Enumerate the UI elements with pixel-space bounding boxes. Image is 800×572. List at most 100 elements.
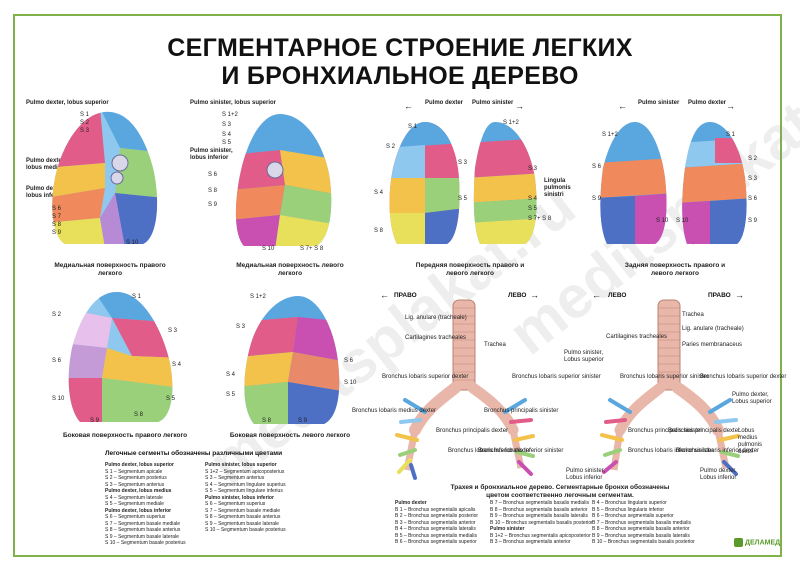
posterior-left-word: Pulmo sinister [638, 100, 680, 106]
seg-label: S 4 [528, 196, 538, 202]
legend-item: S 5 – Segmentum mediale [105, 501, 164, 507]
tree-label: Paries membranaceus [682, 342, 743, 348]
tree-label: Bronchus lobaris inferior sinister [478, 448, 564, 454]
seg-label: S 1 [80, 112, 90, 118]
seg-label: S 8 [262, 418, 272, 424]
tree-label: Bronchus principalis sinister [484, 408, 559, 414]
legend-item: B 7 – Bronchus segmentalis basalis media… [490, 500, 589, 506]
tree-back-left-dir: ЛЕВО [608, 292, 627, 299]
legend-item: B 2 – Bronchus segmentalis posterior [395, 513, 479, 519]
seg-label: S 5 [458, 196, 468, 202]
posterior-right-word: Pulmo dexter [688, 100, 727, 106]
legend-item: B 10 – Bronchus segmentalis basalis post… [592, 539, 695, 545]
medial-right-lobe-medius: Pulmo dexter, lobus medius [26, 158, 66, 171]
legend-item: S 10 – Segmentum basale posterius [205, 527, 286, 533]
tree-back-right-dir: ПРАВО [708, 292, 731, 299]
tree-label: Pulmo sinister, Lobus inferior [566, 468, 606, 481]
seg-label: S 6 [592, 164, 602, 170]
seg-label: S 1+2 [250, 294, 266, 300]
legend-item: S 8 – Segmentum basale anterius [205, 514, 281, 520]
tree-label: Bronchus lobaris inferior dexter [448, 448, 532, 454]
legend-item: S 7 – Segmentum basale mediale [205, 507, 281, 514]
tree-label: Lobus medius pulmonis dextri [738, 428, 763, 455]
seg-label: S 2 [748, 156, 758, 162]
tree-label: Bronchus lobaris medius dexter [352, 408, 437, 414]
poster-frame [13, 14, 782, 557]
medial-left-header: Pulmo sinister, lobus superior [190, 100, 277, 106]
legend-item: S 10 – Segmentum basale posterius [105, 540, 186, 546]
tree-label: Bronchus principalis sinister [628, 428, 703, 434]
seg-label: S 9 [298, 418, 308, 424]
seg-label: S 1 [408, 124, 418, 130]
seg-label: S 4 [172, 362, 182, 368]
legend-item: S 3 – Segmentum anterius [105, 481, 165, 488]
legend-item: S 1+2 – Segmentum apicoposterius [205, 468, 285, 475]
tree-label: Bronchus principalis dexter [436, 428, 509, 434]
legend-item: S 4 – Segmentum laterale [105, 494, 163, 501]
bronchial-tree-back [600, 299, 740, 476]
legend-item: B 1+2 – Bronchus segmentalis apicoposter… [490, 532, 591, 539]
legend-item: B 4 – Bronchus lingularis superior [592, 500, 667, 506]
arrow-right-icon: → [530, 290, 539, 300]
seg-label: S 3 [236, 324, 246, 330]
seg-label: S 1+2 [222, 112, 238, 118]
seg-label: S 7+ S 8 [528, 216, 552, 222]
seg-label: S 9 [748, 218, 758, 224]
legend-item: B 6 – Bronchus segmentalis superior [592, 513, 674, 519]
seg-label: S 2 [80, 120, 90, 126]
legend-item: B 7 – Bronchus segmentalis basalis media… [592, 519, 691, 526]
seg-label: S 10 [656, 218, 669, 224]
seg-label: S 3 [528, 166, 538, 172]
legend-title: Легочные сегменты обозначены различными … [105, 450, 283, 457]
brand-name: ДЕЛАМЕД [745, 539, 781, 547]
caption-lateral-right: Боковая поверхность правого легкого [62, 432, 188, 439]
legend-item: B 8 – Bronchus segmentalis basalis anter… [490, 506, 588, 513]
caption-anterior: Передняя поверхность правого и левого ле… [415, 262, 525, 277]
medial-right-header: Pulmo dexter, lobus superior [26, 100, 109, 106]
seg-label: S 6 [52, 358, 62, 364]
legend-item: S 7 – Segmentum basale mediale [105, 520, 181, 527]
arrow-right-icon: → [726, 101, 735, 111]
legend-item: S 2 – Segmentum posterius [105, 475, 167, 481]
seg-label: S 6 [52, 206, 62, 212]
seg-label: S 10 [126, 240, 139, 246]
tree-label: Cartilagines tracheales [606, 334, 668, 340]
legend-item: S 3 – Segmentum anterius [205, 475, 265, 481]
caption-tree: Трахея и бронхиальное дерево. Сегментарн… [450, 484, 670, 499]
medial-left-lobe-inferior: Pulmo sinister, lobus inferior [190, 148, 233, 161]
seg-label: S 9 [208, 202, 218, 208]
anterior-left-word: Pulmo dexter [425, 100, 464, 106]
seg-label: S 1 [726, 132, 736, 138]
lung-medial-left [235, 114, 332, 246]
legend-group-heading: Pulmo sinister [490, 526, 525, 532]
seg-label: S 4 [226, 372, 236, 378]
lung-medial-right [52, 111, 158, 244]
seg-label: S 6 [748, 196, 758, 202]
tree-label: Cartilagines tracheales [405, 335, 467, 341]
caption-medial-right: Медиальная поверхность правого легкого [54, 262, 166, 277]
seg-label: S 7 [52, 214, 62, 220]
seg-label: S 5 [222, 140, 232, 146]
legend-group-heading: Pulmo dexter, lobus inferior [105, 507, 172, 514]
tree-front-right-dir: ЛЕВО [508, 292, 527, 299]
lingula-label: Lingula pulmonis sinistri [544, 178, 571, 198]
seg-label: S 7+ S 8 [300, 246, 324, 252]
legend-group-heading: Pulmo dexter, lobus superior [105, 462, 174, 468]
seg-label: S 3 [80, 128, 90, 134]
legend-item: S 6 – Segmentum superius [205, 501, 266, 507]
seg-label: S 1+2 [602, 132, 618, 138]
tree-front-left-dir: ПРАВО [394, 292, 417, 299]
caption-posterior: Задняя поверхность правого и левого легк… [624, 262, 726, 277]
legend-item: S 1 – Segmentum apicale [105, 468, 163, 475]
legend-item: B 1 – Bronchus segmentalis apicalis [395, 506, 476, 513]
tree-label: Bronchus lobaris inferior sinister [628, 448, 714, 454]
legend-item: S 5 – Segmentum lingulare inferius [205, 488, 283, 494]
seg-label: S 5 [226, 392, 236, 398]
legend-item: S 8 – Segmentum basale anterius [105, 527, 181, 533]
seg-label: S 10 [262, 246, 275, 252]
seg-label: S 8 [52, 222, 62, 228]
seg-label: S 10 [344, 380, 357, 386]
seg-label: S 4 [374, 190, 384, 196]
seg-label: S 2 [386, 144, 396, 150]
seg-label: S 10 [676, 218, 689, 224]
